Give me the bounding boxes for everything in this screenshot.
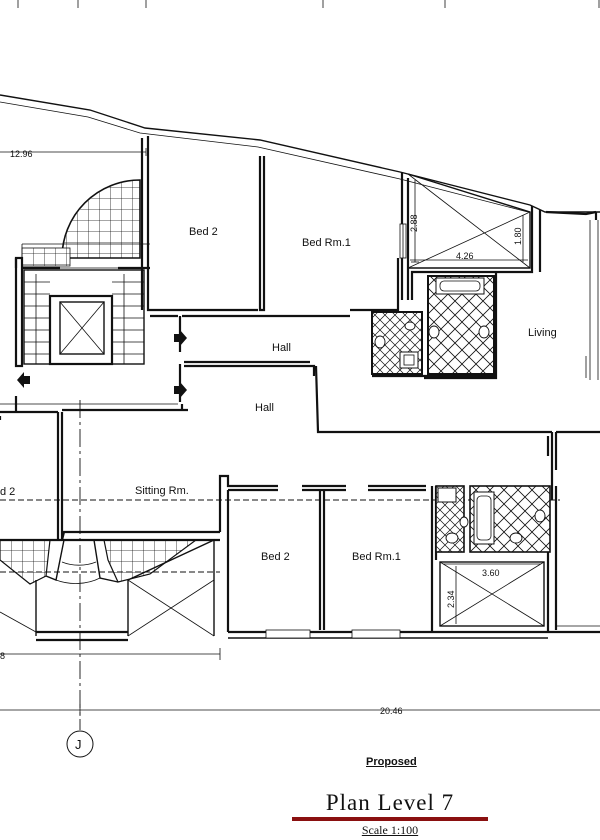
- room-label-hall-2: Hall: [255, 402, 274, 414]
- stair-core: [14, 256, 145, 368]
- light-shaft-bottom: 3.60 2.34: [439, 561, 545, 627]
- upper-walls: [140, 136, 552, 434]
- dimension-top-left: 12.96: [0, 148, 147, 159]
- dim-label-bottom-shaft-height: 2.34: [446, 590, 456, 608]
- grid-marker-label: J: [75, 737, 82, 752]
- dim-label-shaft-right: 1.80: [513, 227, 523, 245]
- grid-line-j: J: [66, 400, 94, 758]
- lower-left-tiles: [0, 538, 220, 585]
- room-label-bed-rm1-top: Bed Rm.1: [302, 237, 351, 249]
- left-walls: [0, 258, 188, 540]
- room-label-bed2-left: d 2: [0, 486, 15, 498]
- room-label-living: Living: [528, 327, 557, 339]
- room-label-bed2-top: Bed 2: [189, 226, 218, 238]
- stair-treads-left: [24, 281, 50, 355]
- arrow-right-icon: [174, 330, 187, 346]
- dimension-lines-bottom: 8 20.46: [0, 648, 600, 716]
- bottom-facade: [228, 625, 600, 639]
- room-label-bed2-bottom: Bed 2: [261, 551, 290, 563]
- arrow-right-icon: [174, 382, 187, 398]
- room-label-sitting: Sitting Rm.: [135, 485, 189, 497]
- plan-title: Plan Level 7: [325, 790, 455, 815]
- proposed-label: Proposed: [366, 756, 417, 768]
- bathroom-bottom: [435, 485, 551, 553]
- dim-label-bottom-shaft-width: 3.60: [482, 568, 500, 578]
- dim-label-overall: 20.46: [380, 706, 403, 716]
- living-walls: [410, 206, 599, 380]
- room-label-hall-1: Hall: [272, 342, 291, 354]
- dim-label-left-cut: 8: [0, 651, 5, 661]
- outer-boundary: [0, 94, 600, 213]
- dim-label-top-left: 12.96: [10, 149, 33, 159]
- light-shaft-top: 2.88 4.26 1.80: [399, 173, 531, 269]
- plan-scale: Scale 1:100: [361, 823, 419, 837]
- title-underline-bar: [292, 817, 488, 821]
- title-block: Plan Level 7 Scale 1:100: [280, 790, 500, 838]
- stair-treads-right: [112, 281, 144, 355]
- door-arrows: [17, 330, 187, 398]
- dim-label-shaft-width: 4.26: [456, 251, 474, 261]
- tiled-landing: [21, 179, 150, 270]
- room-label-bed-rm1-bottom: Bed Rm.1: [352, 551, 401, 563]
- arrow-left-icon: [17, 372, 30, 388]
- room-labels: Bed 2 Bed Rm.1 Hall Hall Living d 2 Sitt…: [0, 226, 557, 563]
- top-grid-lines: [17, 0, 600, 8]
- lower-courtyard: [0, 538, 220, 642]
- bathroom-top: [371, 275, 496, 378]
- dim-label-shaft-height: 2.88: [409, 214, 419, 232]
